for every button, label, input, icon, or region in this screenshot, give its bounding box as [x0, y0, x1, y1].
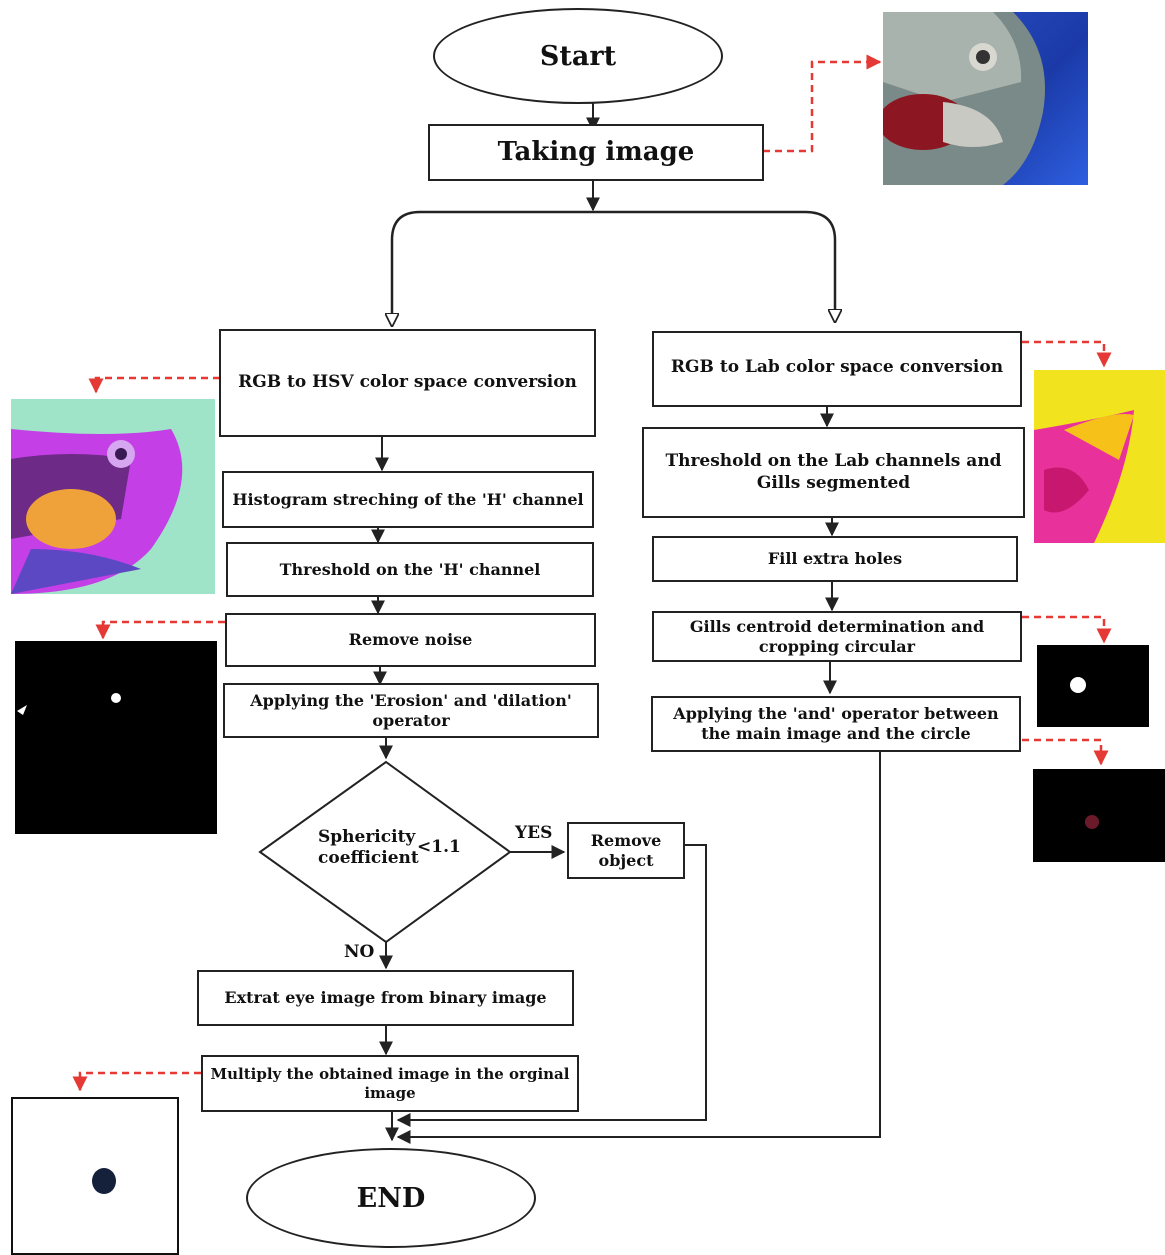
hsv-conversion-label: RGB to HSV color space conversion — [238, 372, 577, 393]
lab-threshold-label: Threshold on the Lab channels and Gills … — [665, 451, 1002, 493]
lab-fish-image — [1034, 370, 1165, 543]
yes-label: YES — [515, 823, 553, 843]
decision-line1: Sphericity — [318, 827, 416, 847]
centroid-label: Gills centroid determination and croppin… — [689, 616, 985, 656]
binary-noise-image — [15, 641, 217, 834]
centroid-box: Gills centroid determination and croppin… — [652, 611, 1022, 662]
hsv-conversion-box: RGB to HSV color space conversion — [219, 329, 596, 437]
start-label: Start — [539, 40, 617, 72]
remove-object-label: Remove object — [590, 830, 662, 870]
fill-holes-box: Fill extra holes — [652, 536, 1018, 582]
end-label: END — [356, 1182, 426, 1214]
remove-noise-box: Remove noise — [225, 613, 596, 667]
circle-mask-image — [1037, 645, 1149, 727]
extract-eye-box: Extrat eye image from binary image — [197, 970, 574, 1026]
taking-image-label: Taking image — [497, 137, 695, 168]
extract-eye-label: Extrat eye image from binary image — [224, 988, 547, 1007]
decision-text: Sphericity coefficient — [318, 827, 419, 870]
eye-result-image — [11, 1097, 179, 1255]
hsv-fish-image — [11, 399, 215, 594]
and-operator-box: Applying the 'and' operator between the … — [651, 696, 1021, 752]
lab-conversion-box: RGB to Lab color space conversion — [652, 331, 1022, 407]
histogram-label: Histogram streching of the 'H' channel — [232, 489, 584, 509]
fill-holes-label: Fill extra holes — [767, 549, 903, 568]
fish-head-photo — [883, 12, 1088, 185]
masked-gill-image — [1033, 769, 1165, 862]
remove-object-box: Remove object — [567, 822, 685, 879]
multiply-label: Multiply the obtained image in the orgin… — [210, 1064, 570, 1102]
decision-condition: <1.1 — [417, 837, 461, 857]
histogram-box: Histogram streching of the 'H' channel — [222, 471, 594, 528]
end-terminal: END — [246, 1148, 536, 1248]
lab-conversion-label: RGB to Lab color space conversion — [670, 357, 1004, 377]
erosion-dilation-box: Applying the 'Erosion' and 'dilation' op… — [223, 683, 599, 738]
lab-threshold-box: Threshold on the Lab channels and Gills … — [642, 427, 1025, 518]
taking-image-box: Taking image — [428, 124, 764, 181]
h-threshold-box: Threshold on the 'H' channel — [226, 542, 594, 597]
start-terminal: Start — [433, 8, 723, 104]
and-operator-label: Applying the 'and' operator between the … — [673, 704, 999, 743]
remove-noise-label: Remove noise — [348, 630, 473, 649]
erosion-dilation-label: Applying the 'Erosion' and 'dilation' op… — [250, 690, 572, 730]
h-threshold-label: Threshold on the 'H' channel — [279, 559, 541, 579]
no-label: NO — [344, 942, 375, 962]
decision-line2: coefficient — [318, 848, 419, 869]
multiply-box: Multiply the obtained image in the orgin… — [201, 1055, 579, 1112]
